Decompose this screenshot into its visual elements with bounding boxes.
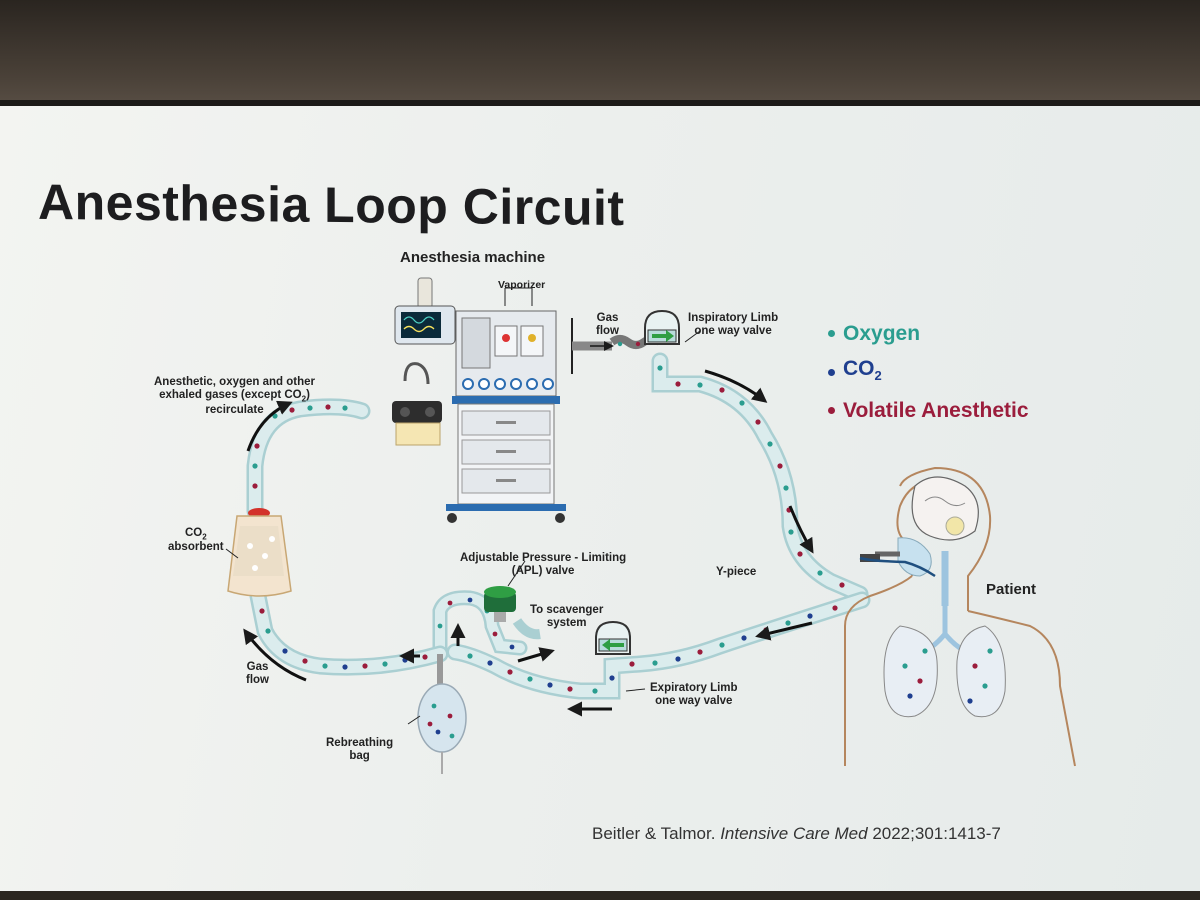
machine-label: Anesthesia machine <box>400 249 546 266</box>
patient-figure <box>844 466 1076 767</box>
projected-slide: Anesthesia Loop Circuit <box>0 100 1200 891</box>
y-piece-label: Y-piece <box>716 566 757 578</box>
absorbent-label: CO2 absorbent <box>168 527 224 555</box>
legend-co2-main: CO <box>843 357 875 380</box>
legend-item-volatile: Volatile Anesthetic <box>828 393 1029 428</box>
inspiratory-valve-label: Inspiratory Limb one way valve <box>688 312 778 338</box>
legend-co2-text: CO2 <box>843 351 882 393</box>
apl-line2: (APL) valve <box>511 565 575 578</box>
insp-valve-line2: one way valve <box>694 325 772 338</box>
bag-line1: Rebreathing <box>326 737 394 749</box>
exp-valve-line1: Expiratory Limb <box>650 682 738 694</box>
co2-dot-icon <box>828 368 835 376</box>
legend: Oxygen CO2 Volatile Anesthetic <box>828 316 1029 428</box>
circuit-diagram <box>225 277 1076 774</box>
apl-valve-label: Adjustable Pressure - Limiting (APL) val… <box>460 552 626 578</box>
absorbent-subscript: 2 <box>202 532 207 542</box>
gas-flow-left-label: Gas flow <box>246 661 269 687</box>
inspiratory-limb-tube <box>651 352 869 603</box>
flow-arrows <box>243 369 814 717</box>
gas-flow-top-line2: flow <box>596 325 619 338</box>
gas-flow-top-line1: Gas <box>596 312 619 324</box>
recirculate-label: Anesthetic, oxygen and other exhaled gas… <box>154 376 315 417</box>
scavenger-line1: To scavenger <box>530 604 604 616</box>
citation-journal: Intensive Care Med <box>720 824 868 843</box>
room-wall-top <box>0 0 1200 110</box>
recirc-line2: exhaled gases (except CO2) <box>154 389 315 403</box>
recirc-subscript: 2 <box>301 394 307 404</box>
absorbent-line1: CO2 <box>168 527 224 541</box>
inspiratory-valve <box>644 309 701 345</box>
volatile-dot-icon <box>828 407 835 415</box>
rebreathing-bag <box>407 654 467 774</box>
recirc-close-paren: ) <box>306 389 310 402</box>
anesthesia-machine <box>392 277 566 523</box>
insp-valve-line1: Inspiratory Limb <box>688 312 779 324</box>
legend-co2-subscript: 2 <box>874 368 882 384</box>
expiratory-limb-tube <box>446 591 871 700</box>
oxygen-dot-icon <box>828 330 835 337</box>
co2-absorbent-canister <box>225 508 292 597</box>
legend-oxygen-text: Oxygen <box>843 322 921 345</box>
citation-reference: 2022;301:1413-7 <box>867 824 1001 843</box>
expiratory-valve <box>595 620 646 692</box>
citation: Beitler & Talmor. Intensive Care Med 202… <box>592 824 1001 844</box>
gas-flow-left-line2: flow <box>246 674 269 687</box>
patient-label: Patient <box>986 581 1037 598</box>
legend-item-co2: CO2 <box>828 351 1029 393</box>
rebreathing-bag-label: Rebreathing bag <box>326 737 393 763</box>
bag-line2: bag <box>349 750 370 763</box>
recirc-line1: Anesthetic, oxygen and other <box>154 376 316 388</box>
apl-valve <box>484 560 541 640</box>
gas-flow-left-line1: Gas <box>246 661 269 673</box>
gas-flow-top-label: Gas flow <box>596 312 619 338</box>
expiratory-valve-label: Expiratory Limb one way valve <box>650 682 738 708</box>
absorbent-co: CO <box>184 527 203 539</box>
absorbent-line2: absorbent <box>168 541 224 554</box>
recirc-line2-text: exhaled gases (except CO <box>159 389 302 402</box>
legend-volatile-text: Volatile Anesthetic <box>843 399 1029 423</box>
scavenger-label: To scavenger system <box>530 604 603 630</box>
exp-valve-line2: one way valve <box>655 695 733 708</box>
vaporizer-label: Vaporizer <box>498 279 546 291</box>
apl-line1: Adjustable Pressure - Limiting <box>460 552 627 564</box>
recirc-line3: recirculate <box>205 403 264 416</box>
scavenger-line2: system <box>546 617 587 630</box>
citation-authors: Beitler & Talmor. <box>592 824 721 843</box>
legend-item-oxygen: Oxygen <box>828 316 1029 351</box>
